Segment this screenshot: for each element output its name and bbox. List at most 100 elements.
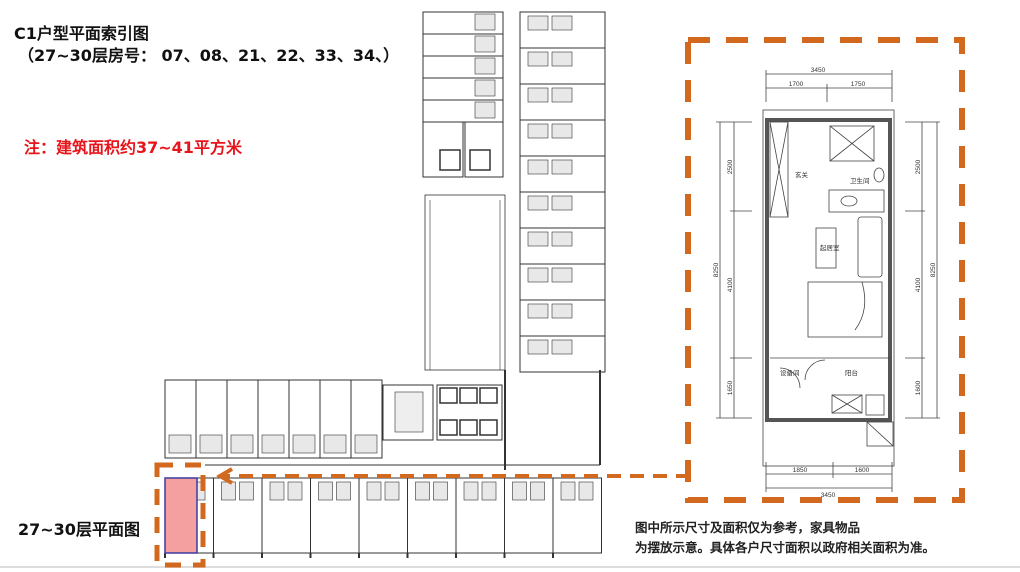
plan-room bbox=[551, 87, 573, 103]
plan-room bbox=[551, 123, 573, 139]
dim-left-1: 2500 bbox=[727, 159, 734, 174]
dim-top-right: 1750 bbox=[851, 81, 866, 88]
plan-room bbox=[551, 231, 573, 247]
page-title: C1户型平面索引图 bbox=[14, 24, 149, 43]
plan-room bbox=[415, 481, 430, 501]
plan-room bbox=[310, 477, 360, 554]
plan-room bbox=[474, 35, 496, 53]
plan-room bbox=[439, 387, 458, 404]
plan-room bbox=[199, 434, 223, 454]
dim-right-2: 4100 bbox=[915, 277, 922, 292]
plan-room bbox=[354, 434, 378, 454]
plan-room bbox=[474, 101, 496, 119]
plan-room bbox=[527, 339, 549, 355]
plan-room bbox=[551, 15, 573, 31]
plan-room bbox=[239, 481, 254, 501]
plan-room bbox=[292, 434, 316, 454]
dim-top-total: 3450 bbox=[811, 67, 826, 74]
dim-bottom-left: 1850 bbox=[793, 467, 808, 474]
plan-room bbox=[318, 481, 333, 501]
plan-room bbox=[527, 267, 549, 283]
plan-room bbox=[230, 434, 254, 454]
plan-room bbox=[463, 481, 479, 501]
plan-room bbox=[455, 477, 505, 554]
plan-room bbox=[504, 477, 554, 554]
plan-room bbox=[551, 51, 573, 67]
room-numbers-subtitle: （27~30层房号： 07、08、21、22、33、34、） bbox=[18, 46, 400, 65]
plan-room bbox=[407, 477, 457, 554]
plan-room bbox=[578, 481, 594, 501]
unit-detail-plan: 3450 1700 1750 1850 1600 3450 2500 4100 … bbox=[713, 67, 940, 499]
dim-left-3: 1650 bbox=[727, 380, 734, 395]
room-label-living: 起居室 bbox=[820, 243, 840, 252]
plan-room bbox=[551, 303, 573, 319]
room-label-equipment: 设备间 bbox=[780, 368, 800, 377]
plan-room bbox=[519, 335, 606, 373]
plan-room bbox=[530, 481, 545, 501]
plan-room bbox=[551, 339, 573, 355]
plan-room bbox=[527, 159, 549, 175]
plan-room bbox=[287, 481, 303, 501]
plan-room bbox=[464, 121, 504, 178]
plan-room bbox=[384, 481, 400, 501]
plan-room bbox=[261, 477, 311, 554]
plan-room bbox=[358, 477, 408, 554]
plan-room bbox=[474, 13, 496, 31]
plan-room bbox=[560, 481, 576, 501]
plan-room bbox=[527, 51, 549, 67]
highlighted-c1-unit bbox=[164, 477, 198, 554]
dim-right-total: 8250 bbox=[930, 262, 937, 277]
plan-room bbox=[323, 434, 347, 454]
pointer-arrow-head bbox=[216, 467, 234, 485]
dim-right-1: 2500 bbox=[915, 159, 922, 174]
dim-left-2: 4100 bbox=[727, 277, 734, 292]
plan-room bbox=[382, 384, 434, 441]
plan-room bbox=[213, 477, 263, 554]
plan-room bbox=[527, 231, 549, 247]
plan-room bbox=[433, 481, 448, 501]
plan-room bbox=[459, 419, 478, 436]
plan-room bbox=[527, 123, 549, 139]
plan-room bbox=[422, 121, 464, 178]
plan-room bbox=[481, 481, 497, 501]
plan-room bbox=[394, 391, 424, 433]
room-label-entry: 玄关 bbox=[795, 170, 809, 179]
plan-room bbox=[269, 481, 285, 501]
dim-bottom-right: 1600 bbox=[855, 467, 870, 474]
plan-room bbox=[551, 267, 573, 283]
selection-box bbox=[154, 462, 206, 568]
floor-plan-label: 27~30层平面图 bbox=[18, 520, 140, 539]
room-label-bath: 卫生间 bbox=[850, 176, 870, 185]
bottom-divider bbox=[0, 566, 1020, 568]
plan-room bbox=[479, 419, 498, 436]
plan-room bbox=[551, 159, 573, 175]
plan-room bbox=[469, 149, 491, 171]
plan-room bbox=[527, 303, 549, 319]
unit-detail-frame bbox=[685, 37, 965, 503]
plan-room bbox=[474, 57, 496, 75]
area-note: 注：建筑面积约37~41平方米 bbox=[24, 138, 242, 157]
dim-right-3: 1600 bbox=[915, 380, 922, 395]
room-label-balcony: 阳台 bbox=[845, 368, 858, 377]
plan-room bbox=[424, 194, 506, 371]
plan-room bbox=[168, 434, 192, 454]
dim-left-total: 8250 bbox=[713, 262, 720, 277]
plan-room bbox=[366, 481, 382, 501]
plan-room bbox=[221, 481, 236, 501]
plan-room bbox=[551, 195, 573, 211]
dim-bottom-total: 3450 bbox=[821, 492, 836, 499]
disclaimer-line-1: 图中所示尺寸及面积仅为参考，家具物品 bbox=[635, 520, 861, 535]
plan-room bbox=[336, 481, 351, 501]
plan-room bbox=[439, 149, 461, 171]
plan-room bbox=[439, 419, 458, 436]
plan-room bbox=[350, 379, 383, 459]
plan-room bbox=[261, 434, 285, 454]
plan-room bbox=[479, 387, 498, 404]
plan-room bbox=[552, 477, 602, 554]
plan-room bbox=[474, 79, 496, 97]
plan-room bbox=[527, 87, 549, 103]
plan-room bbox=[436, 384, 503, 441]
plan-room bbox=[459, 387, 478, 404]
dim-top-left: 1700 bbox=[789, 81, 804, 88]
